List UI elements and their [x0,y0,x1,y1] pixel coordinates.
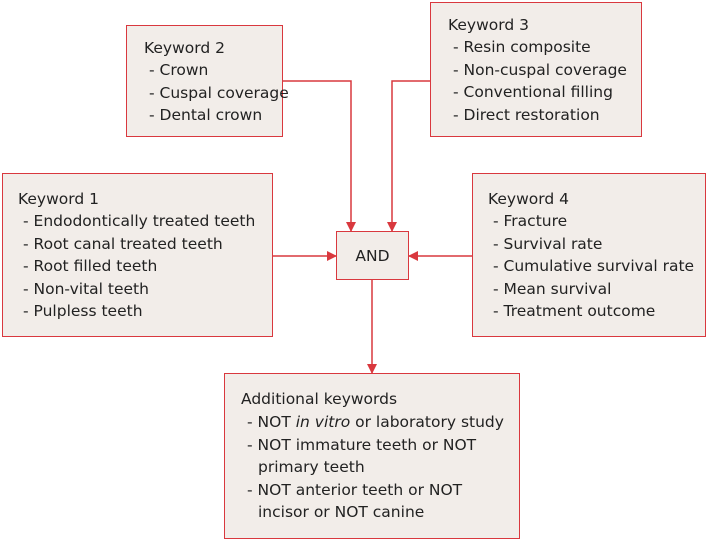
keyword2-title: Keyword 2 [144,39,225,57]
additional-keywords-box: Additional keywords - NOT in vitro or la… [224,373,520,539]
additional-item2-line1: - NOT immature teeth or NOT [247,436,477,454]
keyword4-item: - Mean survival [493,280,612,298]
keyword3-title: Keyword 3 [448,16,529,34]
keyword3-item: - Non-cuspal coverage [453,61,627,79]
keyword4-title: Keyword 4 [488,190,569,208]
additional-item1-italic: in vitro [295,413,351,431]
and-node: AND [336,231,409,280]
keyword1-title: Keyword 1 [18,190,99,208]
keyword3-item: - Conventional filling [453,83,613,101]
additional-item-in-vitro: - NOT in vitro or laboratory study [247,411,504,433]
keyword1-item: - Non-vital teeth [23,280,149,298]
keyword1-item: - Endodontically treated teeth [23,212,256,230]
additional-item1-prefix: - NOT [247,413,296,431]
keyword2-item: - Dental crown [149,106,263,124]
keyword2-item: - Crown [149,61,209,79]
additional-title: Additional keywords [241,390,398,408]
keyword4-box: Keyword 4 - Fracture - Survival rate - C… [472,173,706,337]
keyword1-item: - Root filled teeth [23,257,158,275]
keyword4-item: - Treatment outcome [493,302,656,320]
additional-item3-line1: - NOT anterior teeth or NOT [247,481,463,499]
arrow-keyword2-to-and [283,80,356,232]
keyword3-item: - Resin composite [453,38,591,56]
keyword4-item: - Fracture [493,212,568,230]
keyword4-item: - Cumulative survival rate [493,257,695,275]
and-label: AND [355,246,390,265]
arrow-keyword3-to-and [387,80,430,232]
keyword3-box: Keyword 3 - Resin composite - Non-cuspal… [430,2,642,137]
keyword2-item: - Cuspal coverage [149,84,289,102]
keyword2-box: Keyword 2 - Crown - Cuspal coverage - De… [126,25,289,137]
additional-item1-suffix: or laboratory study [350,413,504,431]
keyword4-item: - Survival rate [493,235,603,253]
additional-item2-line2: primary teeth [258,458,365,476]
keyword1-item: - Pulpless teeth [23,302,143,320]
additional-item3-line2: incisor or NOT canine [258,503,425,521]
keyword1-item: - Root canal treated teeth [23,235,223,253]
keyword1-box: Keyword 1 - Endodontically treated teeth… [2,173,273,337]
keyword3-item: - Direct restoration [453,106,600,124]
